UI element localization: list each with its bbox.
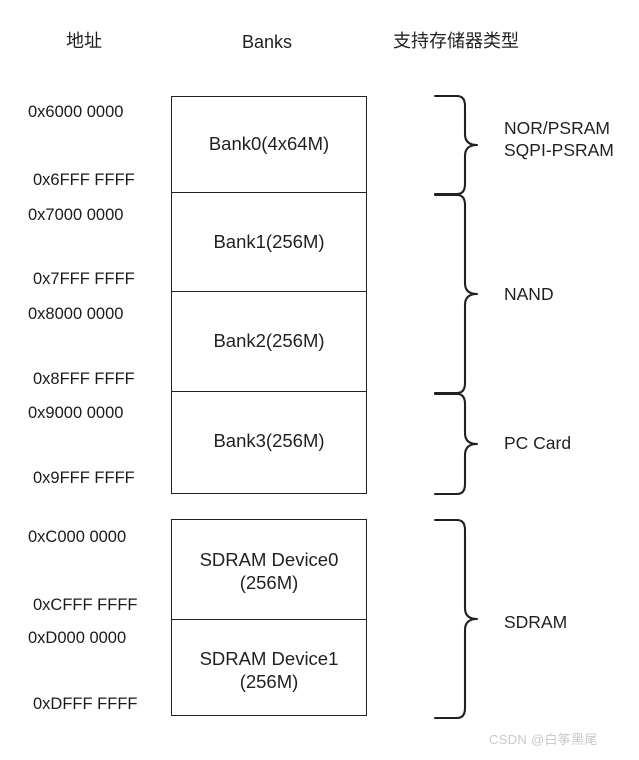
column-header-address: 地址	[66, 31, 102, 51]
address-label-0xdfff-ffff: 0xDFFF FFFF	[33, 695, 138, 713]
brace-sdram	[433, 518, 481, 720]
bank-cell-bank3: Bank3(256M)	[172, 429, 366, 452]
address-label-0x7000-0000: 0x7000 0000	[28, 206, 124, 224]
memory-type-nand-line1: NAND	[504, 284, 554, 304]
memory-type-nor-psram: NOR/PSRAM SQPI-PSRAM	[504, 117, 614, 161]
brace-nor-psram	[433, 94, 481, 196]
address-label-0x9000-0000: 0x9000 0000	[28, 404, 124, 422]
memory-type-nor-psram-line2: SQPI-PSRAM	[504, 140, 614, 160]
column-header-memory-types: 支持存储器类型	[393, 31, 519, 51]
bank-cell-sdram-device1-label: SDRAM Device1	[199, 648, 339, 669]
memory-type-sdram: SDRAM	[504, 611, 567, 633]
memory-type-nand: NAND	[504, 283, 554, 305]
bank-cell-sdram-device1-size: (256M)	[239, 671, 299, 692]
bank-cell-bank0: Bank0(4x64M)	[172, 132, 366, 155]
address-label-0x8000-0000: 0x8000 0000	[28, 305, 124, 323]
address-label-0xcfff-ffff: 0xCFFF FFFF	[33, 596, 138, 614]
bank-cell-bank1-label: Bank1(256M)	[213, 231, 325, 252]
bank-cell-sdram-device0: SDRAM Device0 (256M)	[172, 548, 366, 594]
address-label-0xc000-0000: 0xC000 0000	[28, 528, 127, 546]
bank-divider-0	[172, 192, 366, 193]
address-label-0x8fff-ffff: 0x8FFF FFFF	[33, 370, 135, 388]
bank-cell-sdram-device0-size: (256M)	[239, 572, 299, 593]
bank-cell-sdram-device1: SDRAM Device1 (256M)	[172, 647, 366, 693]
memory-type-sdram-line1: SDRAM	[504, 612, 568, 632]
memory-type-nor-psram-line1: NOR/PSRAM	[504, 118, 610, 138]
bank-box-nor-nand-pccard: Bank0(4x64M) Bank1(256M) Bank2(256M) Ban…	[171, 96, 367, 494]
bank-cell-bank2: Bank2(256M)	[172, 329, 366, 352]
bank-divider-2	[172, 391, 366, 392]
csdn-watermark: CSDN @白筝黑尾	[489, 732, 598, 747]
memory-type-pc-card: PC Card	[504, 432, 571, 454]
address-label-0x7fff-ffff: 0x7FFF FFFF	[33, 270, 135, 288]
bank-cell-bank0-label: Bank0(4x64M)	[208, 133, 330, 154]
bank-cell-bank2-label: Bank2(256M)	[213, 330, 325, 351]
bank-cell-bank1: Bank1(256M)	[172, 230, 366, 253]
address-label-0xd000-0000: 0xD000 0000	[28, 629, 127, 647]
memory-type-pc-card-line1: PC Card	[504, 433, 572, 453]
bank-cell-bank3-label: Bank3(256M)	[213, 430, 325, 451]
brace-pc-card	[433, 392, 481, 496]
bank-box-sdram: SDRAM Device0 (256M) SDRAM Device1 (256M…	[171, 519, 367, 716]
bank-cell-sdram-device0-label: SDRAM Device0	[199, 549, 339, 570]
address-label-0x6fff-ffff: 0x6FFF FFFF	[33, 171, 135, 189]
address-label-0x9fff-ffff: 0x9FFF FFFF	[33, 469, 135, 487]
address-label-0x6000-0000: 0x6000 0000	[28, 103, 124, 121]
bank-divider-1	[172, 291, 366, 292]
bank-divider-3	[172, 619, 366, 620]
brace-nand	[433, 193, 481, 395]
column-header-banks: Banks	[242, 32, 293, 52]
